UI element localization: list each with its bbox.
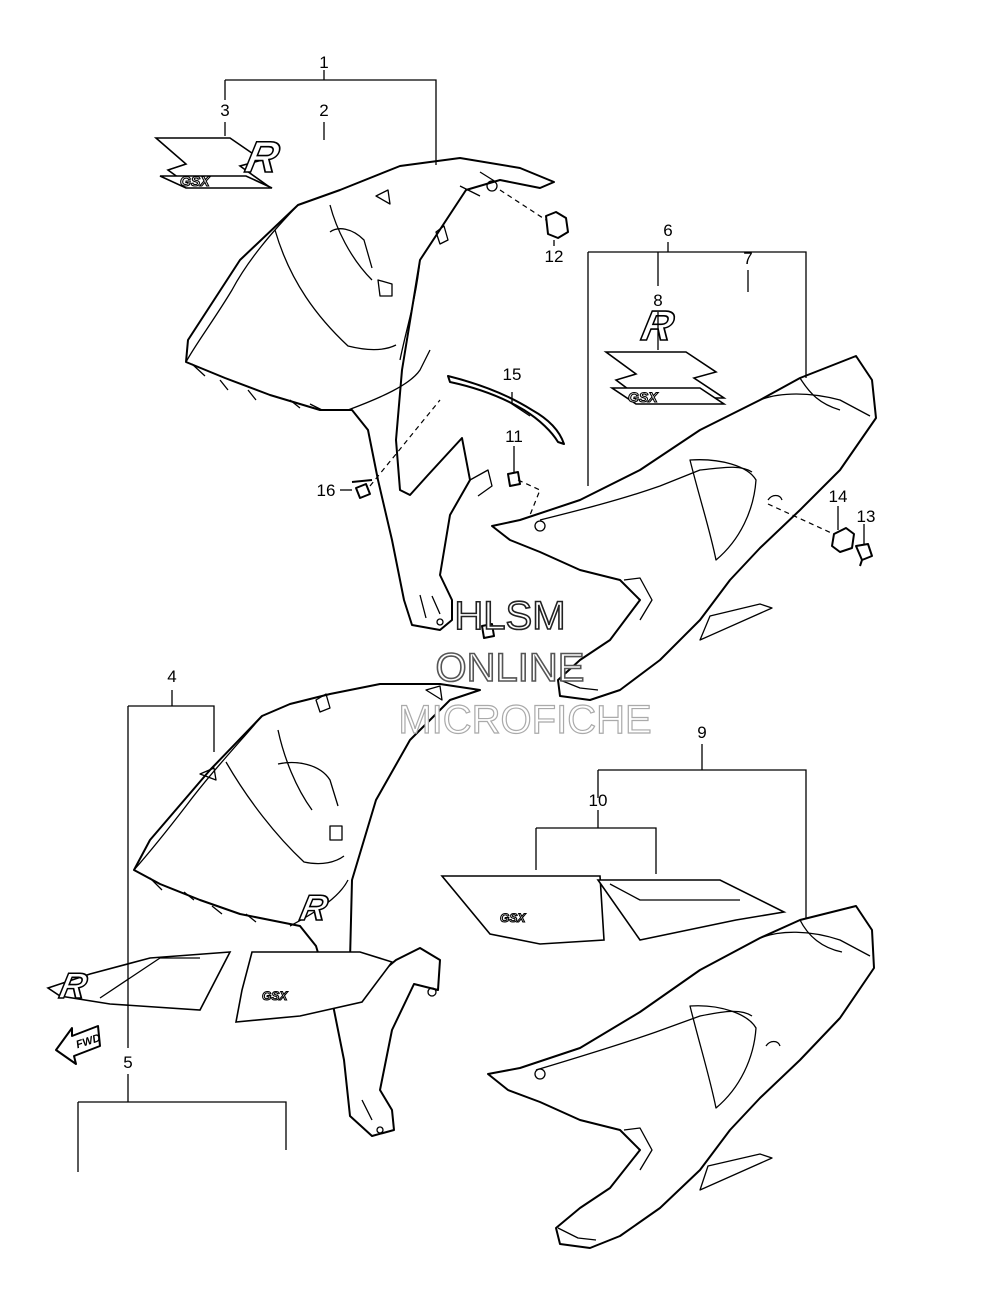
screw-11[interactable] — [507, 471, 541, 521]
callout-4: 4 — [167, 667, 176, 686]
callout-10: 10 — [589, 791, 608, 810]
watermark-line-2: ONLINE — [435, 646, 586, 690]
watermark-line-1: HLSM — [454, 594, 567, 638]
callout-2: 2 — [319, 101, 328, 120]
callout-3: 3 — [220, 101, 229, 120]
decal-gsx-text-5: GSX — [262, 989, 288, 1003]
decal-panel-10-right — [596, 879, 787, 941]
screw-16[interactable] — [351, 399, 441, 499]
callout-13: 13 — [857, 507, 876, 526]
callout-9: 9 — [697, 723, 706, 742]
screw-lower-front[interactable] — [481, 623, 495, 639]
callout-15: 15 — [503, 365, 522, 384]
decal-panel-5-left — [46, 951, 232, 1011]
under-cowling-lower[interactable] — [487, 905, 875, 1249]
decal-panel-5-right: R GSX — [55, 951, 394, 1023]
decal-gsx-r-upper: GSX — [153, 137, 273, 190]
callout-8: 8 — [653, 291, 662, 310]
strip-15[interactable] — [447, 375, 565, 445]
cowling-upper-right[interactable] — [185, 157, 555, 631]
forward-arrow-icon: FWD — [55, 1025, 102, 1065]
decal-r-upper: R — [241, 133, 285, 183]
decal-r-letter: R — [241, 133, 283, 181]
decal-gsx-text-8: GSX — [628, 389, 659, 405]
screw-13[interactable] — [855, 543, 873, 567]
callout-11: 11 — [505, 427, 523, 446]
callout-7: 7 — [743, 249, 752, 268]
callout-6: 6 — [663, 221, 672, 240]
watermark-line-3: MICROFICHE — [398, 698, 653, 742]
decal-gsx-text: GSX — [180, 173, 211, 189]
decal-gsx-text-10: GSX — [500, 911, 526, 925]
callout-16: 16 — [317, 481, 336, 500]
callout-5: 5 — [123, 1053, 132, 1072]
nut-12[interactable] — [499, 189, 569, 239]
under-cowling-upper[interactable] — [491, 355, 877, 701]
callout-1: 1 — [319, 53, 328, 72]
callout-14: 14 — [829, 487, 848, 506]
callout-12: 12 — [545, 247, 564, 266]
cowling-lower-left[interactable] — [133, 683, 481, 1137]
damper-14[interactable] — [831, 527, 855, 553]
decal-gsx-r-right: GSX — [603, 351, 727, 406]
